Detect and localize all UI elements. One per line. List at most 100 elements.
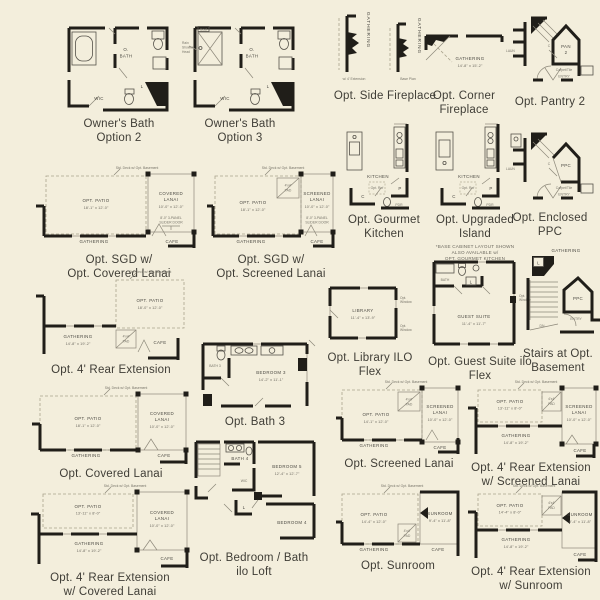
plan-caption-line1: Opt. Bedroom / Bath xyxy=(199,552,309,564)
sgd-screened-lanai-drawing: Std. Deck w/ Opt. Basement OPT. PATIO 18… xyxy=(207,166,336,248)
room-dims-lanai: 10'-0" x 12'-0" xyxy=(150,425,175,429)
footnote-line3: OPT. GOURMET KITCHEN xyxy=(444,256,506,262)
plan-caption: Opt. Side Fireplace xyxy=(333,90,437,102)
walls-and-fixtures xyxy=(336,382,461,454)
note-window-2b: Window xyxy=(400,328,412,332)
room-label-sunroom: SUNROOM xyxy=(567,512,592,517)
sgd-covered-lanai-drawing: Std. Deck w/ Opt. Basement OPT. PATIO 18… xyxy=(36,166,197,248)
owners-bath-2-drawing: O. BATH WIC L xyxy=(67,26,169,112)
plan-caption-line2: ilo Loft xyxy=(236,566,272,579)
plan-caption-line1: Owner's Bath xyxy=(83,118,155,130)
plan-caption: Opt. 4' Rear Extension xyxy=(51,364,171,376)
pantry-2-drawing: PAN 2 C LAUN Carpet/Tile ENTRY xyxy=(506,16,594,82)
plan-caption: Opt. Bath 3 xyxy=(224,416,286,428)
room-label-guest-suite: GUEST SUITE xyxy=(457,314,490,319)
walls-and-fixtures xyxy=(32,388,189,464)
bedroom-bath-ilo-loft-drawing: BATH 4 WIC BEDROOM 5 12'-4" x 12'-7" L B… xyxy=(194,440,316,540)
room-label-bath4: BATH 4 xyxy=(231,456,248,461)
plan-bedroom-bath-ilo-loft: BATH 4 WIC BEDROOM 5 12'-4" x 12'-7" L B… xyxy=(186,434,322,579)
room-label-closet: C xyxy=(548,162,551,166)
note-window-a: Opt. xyxy=(519,294,525,298)
room-label-lanai-1: COVERED xyxy=(150,510,174,515)
room-dims-sunroom: 9'-4" x 11'-8" xyxy=(569,520,592,524)
room-label-patio: OPT. PATIO xyxy=(497,399,524,404)
walls-and-fixtures xyxy=(468,382,599,458)
walls-and-fixtures xyxy=(435,123,500,210)
room-label-powder: PDR xyxy=(395,203,403,207)
room-label-cafe: CAFE xyxy=(160,556,173,561)
room-label-lanai-2: LANAI xyxy=(155,417,169,422)
room-dims-lanai: 10'-0" x 12'-0" xyxy=(150,524,175,528)
label-opt-ref: Opt. Ref xyxy=(371,186,384,190)
label-pad-2: PAD xyxy=(548,402,555,406)
room-label-patio: OPT. PATIO xyxy=(361,512,388,517)
room-label-library: LIBRARY xyxy=(352,308,373,313)
library-drawing: LIBRARY 11'-4" x 13'-9" Opt. Window Opt.… xyxy=(328,286,412,340)
plan-screened-lanai: Std. Deck w/ Opt. Basement OPT. PATIO 14… xyxy=(332,378,466,471)
walls-and-fixtures xyxy=(207,168,336,248)
room-label-pantry: P xyxy=(398,186,401,191)
room-label-laundry: LAUN xyxy=(506,167,515,171)
room-label-entry: ENTRY xyxy=(570,317,582,321)
room-dims-guest-suite: 11'-4" x 11'-7" xyxy=(462,322,487,326)
room-label-gathering: GATHERING xyxy=(72,453,101,458)
walls-and-fixtures xyxy=(468,486,598,562)
label-pad-2: PAD xyxy=(404,534,411,538)
room-dims-bedroom3: 14'-2" x 11'-1" xyxy=(259,378,284,382)
walls-and-fixtures xyxy=(526,256,600,334)
room-label-gathering: GATHERING xyxy=(360,547,389,552)
room-label-ppc: PPC xyxy=(561,163,571,168)
label-dn: DN xyxy=(540,324,545,328)
room-label-pantry: PAN xyxy=(561,44,571,49)
room-label-obath: O. xyxy=(249,47,254,52)
walls-and-fixtures xyxy=(67,26,169,112)
label-pad-1: 4'x4' xyxy=(404,529,411,533)
plan-caption-line1: Stairs at Opt. xyxy=(523,348,593,360)
plan-gourmet-kitchen: KITCHEN Opt. Ref P C PDR Opt. Gourmet Ki… xyxy=(330,122,438,241)
plan-rear-ext-sunroom: Std. Deck w/ Opt. Basement OPT. PATIO 14… xyxy=(462,482,600,593)
plan-library-ilo-flex: LIBRARY 11'-4" x 13'-9" Opt. Window Opt.… xyxy=(322,282,418,379)
room-label-lanai-1: COVERED xyxy=(159,191,183,196)
room-label-linen: L xyxy=(141,84,144,89)
label-pad-2: PAD xyxy=(548,506,555,510)
room-label-patio: OPT. PATIO xyxy=(83,198,110,203)
screened-lanai-drawing: Std. Deck w/ Opt. Basement OPT. PATIO 14… xyxy=(336,380,461,454)
room-dims-lanai: 10'-0" x 12'-0" xyxy=(159,205,184,209)
plan-upgraded-island: KITCHEN Opt. Ref P C PDR Opt. Upgraded I… xyxy=(420,122,530,263)
walls-and-fixtures xyxy=(194,440,316,540)
label-opt-ref: Opt. Ref xyxy=(462,186,475,190)
room-dims-lanai: 10'-0" x 12'-0" xyxy=(305,205,330,209)
plan-caption: Opt. Library ILO Flex xyxy=(327,352,413,379)
room-label-gathering-2: GATHERING xyxy=(416,18,422,54)
room-dims-lanai: 10'-0" x 12'-0" xyxy=(428,418,453,422)
room-label-bedroom3: BEDROOM 3 xyxy=(256,370,286,375)
room-label-lanai-2: LANAI xyxy=(572,410,586,415)
note-deck: Std. Deck w/ Opt. Basement xyxy=(116,166,159,170)
note-deck: Std. Deck w/ Opt. Basement xyxy=(513,484,556,488)
room-label-cafe: CAFE xyxy=(573,448,586,453)
note-shower-3: Head xyxy=(182,50,190,54)
walls-and-fixtures xyxy=(328,286,398,340)
room-label-lanai-2: LANAI xyxy=(164,197,178,202)
plan-sgd-screened-lanai: Std. Deck w/ Opt. Basement OPT. PATIO 18… xyxy=(204,164,338,281)
variant-label-extension: w/ 4' Extension xyxy=(343,77,366,81)
room-dims-sunroom: 9'-4" x 11'-8" xyxy=(429,519,452,523)
room-label-gathering: GATHERING xyxy=(237,239,266,244)
room-label-wic: WIC xyxy=(220,96,230,101)
room-label-wic: WIC xyxy=(241,479,248,483)
note-deck: Std. Deck w/ Opt. Basement xyxy=(104,484,147,488)
room-label-bath: BATH xyxy=(441,278,450,282)
room-label-pantry-num: 2 xyxy=(565,50,568,55)
room-label-closet: C xyxy=(548,44,551,48)
room-label-lanai-1: SCREENED xyxy=(565,404,592,409)
room-label-obath2: BATH xyxy=(120,54,133,59)
room-dims-gathering: 14'-8" x 19'-2" xyxy=(77,549,102,553)
enclosed-ppc-drawing: PPC C LAUN Carpet/Tile ENTRY xyxy=(506,132,594,200)
room-label-closet: C xyxy=(361,194,365,199)
plan-caption: Opt. Sunroom xyxy=(361,560,435,572)
label-pad-1: 4'x4' xyxy=(123,335,130,339)
plan-caption: Opt. Enclosed PPC xyxy=(512,212,588,239)
note-deck: Std. Deck w/ Opt. Basement xyxy=(105,386,148,390)
bath-3-drawing: BATH 3 BEDROOM 3 14'-2" x 11'-1" xyxy=(201,339,316,408)
room-label-kitchen: KITCHEN xyxy=(367,174,389,179)
